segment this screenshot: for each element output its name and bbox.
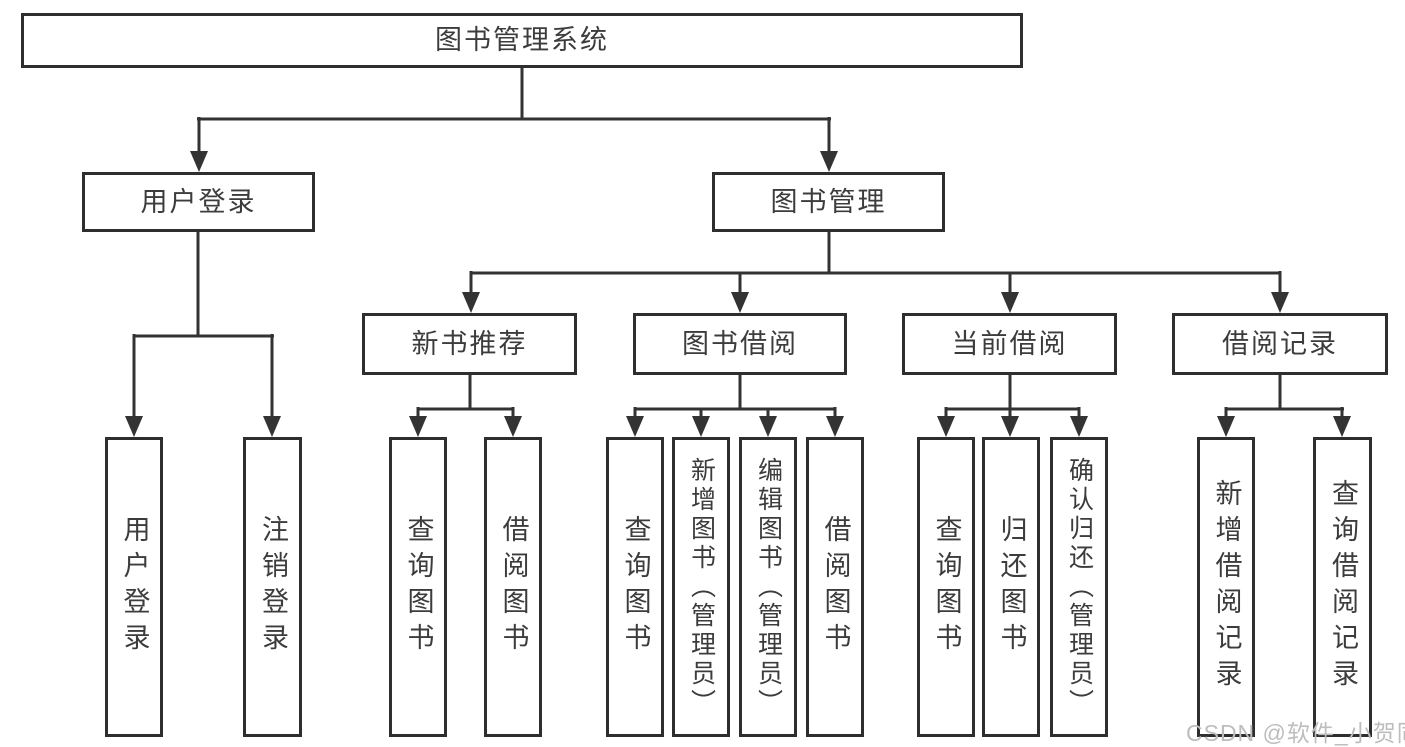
node-logout: 注销登录 [243, 437, 302, 737]
node-book-management: 图书管理 [712, 172, 945, 232]
node-label: 查询图书 [403, 515, 434, 659]
arrow-down-icon [1271, 292, 1289, 313]
node-label: 新书推荐 [411, 328, 528, 359]
node-label: 图书管理 [770, 186, 887, 217]
node-label: 确认归还（管理员） [1065, 456, 1094, 718]
arrow-down-icon [692, 416, 710, 437]
arrow-down-icon [826, 416, 844, 437]
node-label: 新增图书（管理员） [687, 456, 716, 718]
node-label: 查询图书 [931, 515, 962, 659]
connector-user-login-to-children [125, 232, 281, 437]
node-label: 查询图书 [620, 515, 651, 659]
node-borrowing-records: 借阅记录 [1172, 313, 1388, 375]
arrow-down-icon [1217, 416, 1235, 437]
node-nb-query-books: 查询图书 [389, 437, 447, 737]
node-user-login: 用户登录 [82, 172, 315, 232]
arrow-down-icon [504, 416, 522, 437]
arrow-down-icon [1001, 416, 1019, 437]
node-label: 借阅图书 [498, 515, 529, 659]
node-br-query-record: 查询借阅记录 [1313, 437, 1372, 737]
arrow-down-icon [190, 151, 208, 172]
node-bb-edit-books-admin: 编辑图书（管理员） [739, 437, 797, 737]
arrow-down-icon [937, 416, 955, 437]
node-label: 编辑图书（管理员） [754, 456, 783, 718]
arrow-down-icon [409, 416, 427, 437]
node-bb-add-books-admin: 新增图书（管理员） [672, 437, 730, 737]
connector-book-borrowing-to-children [626, 375, 844, 437]
node-label: 新增借阅记录 [1211, 479, 1242, 695]
arrow-down-icon [820, 151, 838, 172]
connector-book-management-to-level3 [462, 232, 1289, 313]
arrow-down-icon [125, 416, 143, 437]
node-nb-borrow-books: 借阅图书 [484, 437, 542, 737]
node-bb-query-books: 查询图书 [606, 437, 664, 737]
connector-new-book-recommend-to-children [409, 375, 522, 437]
arrow-down-icon [1001, 292, 1019, 313]
node-label: 注销登录 [258, 515, 288, 659]
node-label: 借阅图书 [820, 515, 851, 659]
arrow-down-icon [626, 416, 644, 437]
node-root: 图书管理系统 [21, 13, 1023, 68]
node-user-login-leaf: 用户登录 [105, 437, 163, 737]
connector-current-borrowing-to-children [937, 375, 1088, 437]
node-label: 当前借阅 [951, 328, 1068, 359]
node-cb-query-books: 查询图书 [917, 437, 975, 737]
connector-borrowing-records-to-children [1217, 375, 1351, 437]
arrow-down-icon [1070, 416, 1088, 437]
node-label: 用户登录 [119, 515, 150, 659]
node-book-borrowing: 图书借阅 [633, 313, 847, 375]
connector-root-to-level2 [190, 68, 838, 172]
node-label: 归还图书 [996, 515, 1027, 659]
node-br-add-record: 新增借阅记录 [1197, 437, 1255, 737]
node-new-book-recommend: 新书推荐 [362, 313, 577, 375]
arrow-down-icon [462, 292, 480, 313]
watermark-text: CSDN @软件_小贺同学 [1186, 720, 1405, 746]
node-current-borrowing: 当前借阅 [902, 313, 1117, 375]
arrow-down-icon [1333, 416, 1351, 437]
arrow-down-icon [263, 416, 281, 437]
node-bb-borrow-books: 借阅图书 [806, 437, 864, 737]
node-label: 图书借阅 [682, 328, 798, 359]
node-label: 借阅记录 [1222, 328, 1338, 359]
node-cb-return-books: 归还图书 [982, 437, 1040, 737]
node-label: 查询借阅记录 [1328, 479, 1358, 695]
node-label: 用户登录 [140, 186, 257, 217]
arrow-down-icon [731, 292, 749, 313]
arrow-down-icon [759, 416, 777, 437]
node-label: 图书管理系统 [435, 25, 609, 55]
node-cb-confirm-return-admin: 确认归还（管理员） [1050, 437, 1108, 737]
